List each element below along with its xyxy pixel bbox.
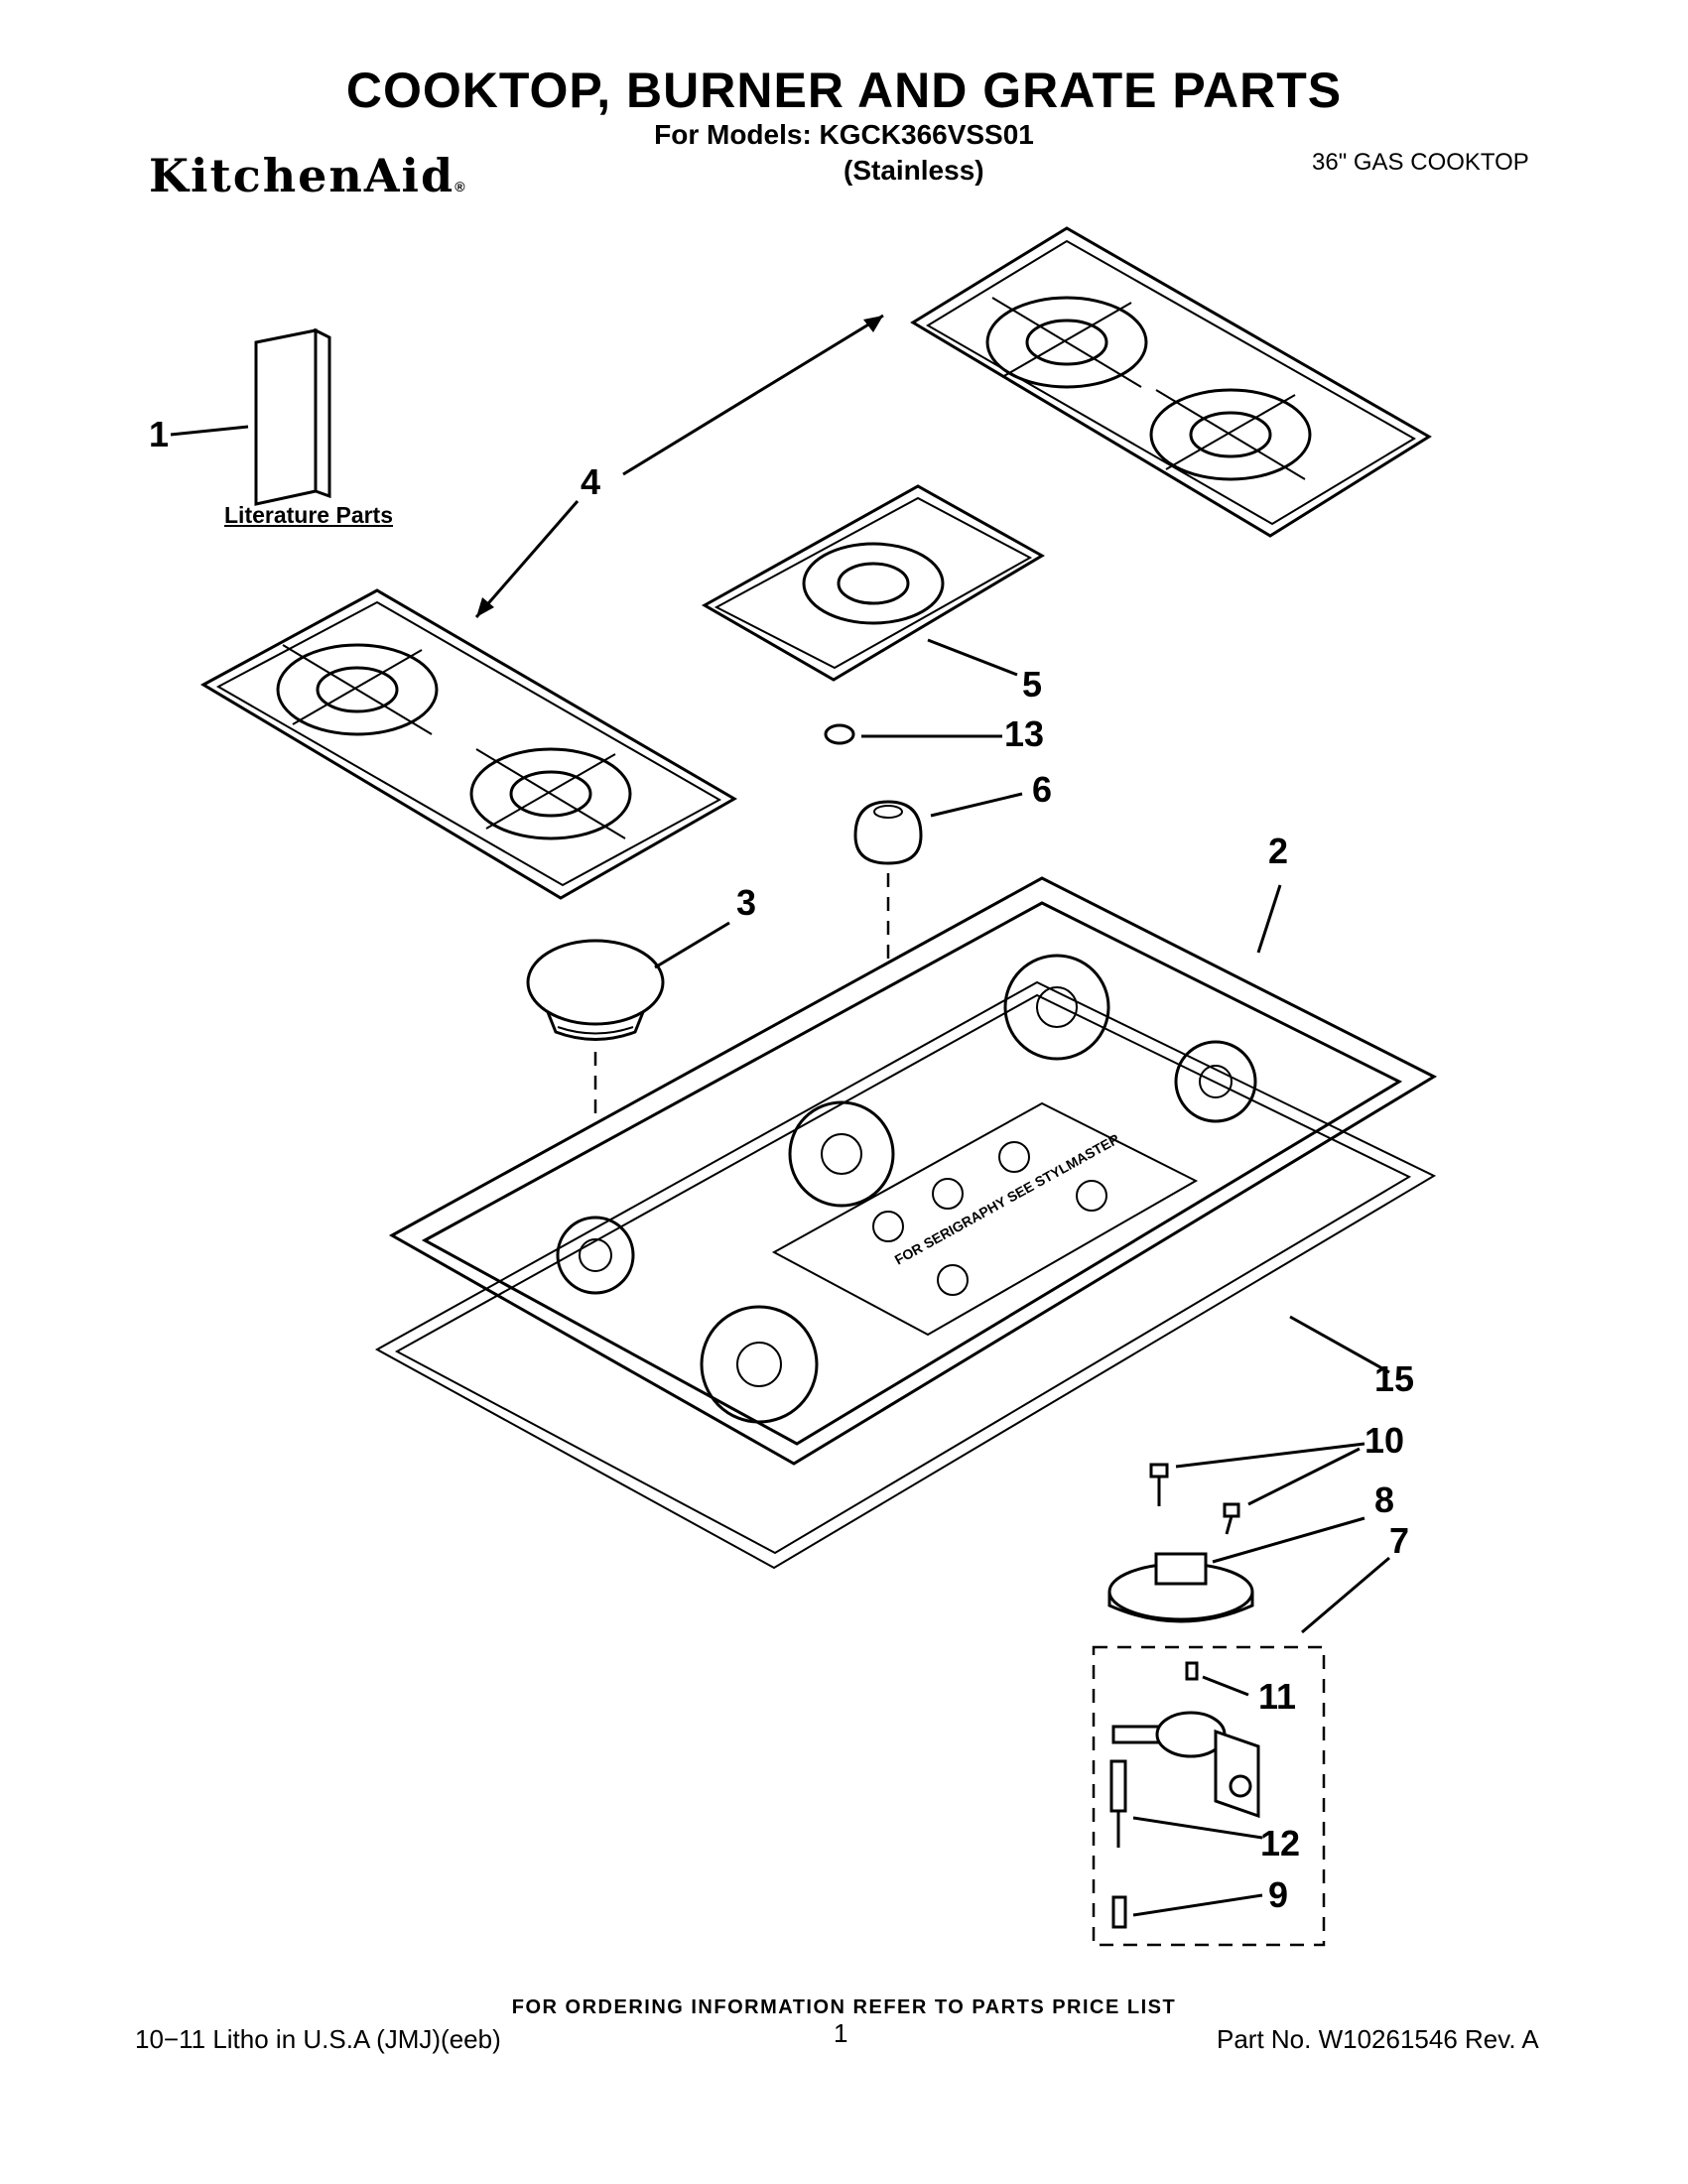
callout-2: 2 (1268, 831, 1289, 871)
control-knob (853, 800, 923, 865)
ordering-note: FOR ORDERING INFORMATION REFER TO PARTS … (511, 1996, 1177, 2018)
grate-right (910, 226, 1432, 538)
litho-info: 10−11 Litho in U.S.A (JMJ)(eeb) (135, 2024, 501, 2054)
burner-cap (526, 939, 665, 1041)
burner-valve-assembly (1109, 1661, 1260, 1929)
leader-3 (654, 921, 730, 969)
leader-12 (1132, 1816, 1263, 1840)
screws-10 (1149, 1463, 1240, 1535)
literature-booklet (254, 327, 331, 506)
burner-assembly-box (1092, 1645, 1326, 1947)
cooktop-gasket (374, 980, 1437, 1570)
grate-center (701, 484, 1045, 682)
leader-10a (1175, 1442, 1365, 1469)
callout-5: 5 (1022, 664, 1043, 705)
leader-4a (622, 314, 884, 476)
leader-1 (170, 425, 249, 437)
grate-left (199, 588, 737, 900)
callout-10: 10 (1364, 1420, 1405, 1461)
leader-6 (930, 792, 1023, 818)
brand-logo: KitchenAid® (149, 149, 467, 202)
leader-5 (927, 638, 1018, 677)
callout-1: 1 (149, 414, 170, 454)
cooktop-surface (388, 876, 1438, 1466)
callout-3: 3 (736, 882, 757, 923)
registered-mark: ® (454, 179, 467, 194)
leader-11 (1202, 1675, 1249, 1697)
callout-6: 6 (1032, 769, 1053, 810)
page-title: COOKTOP, BURNER AND GRATE PARTS (345, 63, 1343, 118)
part-number: Part No. W10261546 Rev. A (1217, 2024, 1539, 2054)
callout-13: 13 (1004, 713, 1045, 754)
leader-2 (1256, 884, 1282, 954)
leader-7 (1301, 1556, 1390, 1634)
model-variant: (Stainless) (844, 155, 984, 186)
literature-parts-label: Literature Parts (224, 502, 394, 528)
callout-9: 9 (1268, 1874, 1289, 1915)
burner-base (1107, 1552, 1254, 1623)
brand-name: KitchenAid (149, 149, 455, 202)
grate-foot (824, 723, 855, 745)
callout-4: 4 (581, 461, 601, 502)
leader-9 (1132, 1893, 1263, 1917)
models-line: For Models: KGCK366VSS01 (654, 119, 1034, 150)
callout-15: 15 (1374, 1358, 1415, 1399)
leader-15 (1289, 1315, 1390, 1374)
leader-8 (1212, 1516, 1365, 1564)
callout-11: 11 (1258, 1676, 1297, 1717)
callout-12: 12 (1260, 1823, 1301, 1863)
leader-10b (1247, 1447, 1361, 1506)
callout-7: 7 (1389, 1520, 1410, 1561)
callout-8: 8 (1374, 1479, 1395, 1520)
product-type: 36" GAS COOKTOP (1312, 149, 1529, 176)
page-number: 1 (834, 2018, 848, 2048)
leader-4b (474, 500, 580, 618)
